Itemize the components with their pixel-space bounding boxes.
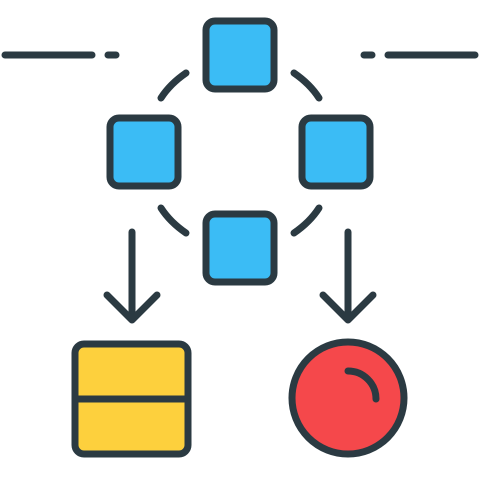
node-top	[202, 17, 278, 93]
red-ball	[288, 338, 408, 458]
node-bottom	[202, 210, 278, 286]
node-left	[106, 114, 182, 190]
dashed-cycle-arcs	[157, 69, 323, 237]
arrow-down-left	[103, 228, 161, 324]
arrow-down-right	[319, 228, 377, 324]
yellow-box	[71, 340, 192, 458]
node-right	[298, 114, 374, 190]
